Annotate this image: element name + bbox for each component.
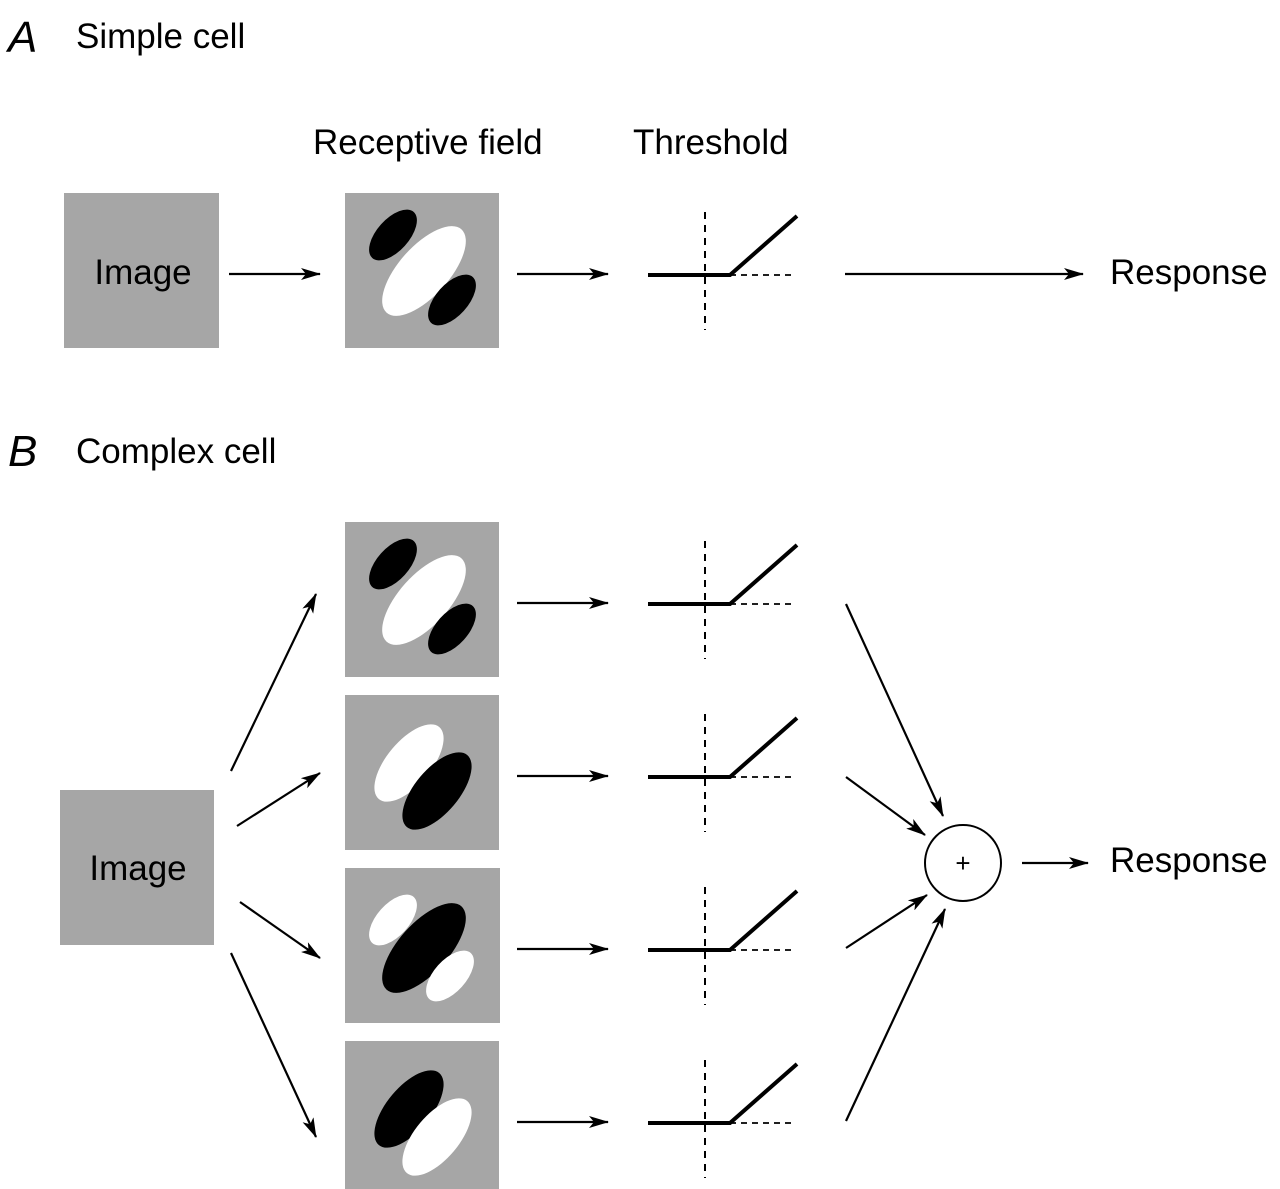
arrow-threshold-to-sum-4: [845, 908, 946, 1122]
threshold-plot-b2: [648, 714, 799, 832]
relu-curve: [648, 1062, 799, 1125]
receptive-field-heading: Receptive field: [313, 123, 543, 162]
off-subregion: [369, 538, 417, 590]
off-subregion: [402, 752, 472, 830]
response-label-a: Response: [1110, 253, 1268, 292]
response-label-b: Response: [1110, 841, 1268, 880]
plus-symbol: +: [955, 848, 970, 878]
arrow-threshold-to-sum-1: [844, 603, 945, 817]
panel-a-title: Simple cell: [76, 17, 245, 56]
on-subregion: [402, 1098, 472, 1176]
relu-curve: [648, 716, 799, 779]
threshold-heading: Threshold: [633, 123, 789, 162]
arrow-image-to-rf-4: [230, 952, 317, 1138]
off-subregion: [374, 1070, 444, 1148]
off-subregion: [428, 274, 476, 326]
panel-b-letter: B: [8, 427, 37, 476]
image-label-a: Image: [94, 253, 191, 292]
image-label-b: Image: [89, 849, 186, 888]
threshold-plot-b4: [648, 1060, 799, 1178]
arrow-threshold-to-sum-2: [845, 776, 926, 836]
panel-a-letter: A: [5, 13, 37, 62]
arrow-image-to-rf-1: [230, 593, 317, 772]
off-subregion: [369, 209, 417, 261]
off-subregion: [382, 903, 466, 993]
receptive-field-b3: [345, 868, 500, 1023]
receptive-field-b2: [345, 695, 499, 850]
relu-curve: [648, 543, 799, 606]
on-subregion: [382, 555, 466, 645]
threshold-plot-b1: [648, 541, 799, 659]
arrow-threshold-to-sum-3: [845, 894, 928, 949]
receptive-field-b4: [345, 1041, 499, 1189]
threshold-plot-b3: [648, 887, 799, 1005]
off-subregion: [428, 603, 476, 655]
on-subregion: [374, 724, 444, 802]
relu-curve: [648, 889, 799, 952]
threshold-plot-a: [648, 212, 799, 330]
on-subregion: [426, 950, 474, 1002]
panel-b-complex-cell: B Complex cell Image: [8, 427, 1268, 1189]
on-subregion: [369, 894, 417, 946]
arrow-image-to-rf-3: [239, 901, 321, 959]
image-box-a: Image: [64, 193, 219, 348]
receptive-field-a: [345, 193, 499, 348]
image-box-b: Image: [60, 790, 214, 945]
panel-a-simple-cell: A Simple cell Receptive field Threshold …: [5, 13, 1268, 348]
relu-curve: [648, 214, 799, 277]
arrow-image-to-rf-2: [236, 772, 321, 827]
summation-node: +: [924, 824, 1002, 902]
receptive-field-b1: [345, 522, 499, 677]
on-subregion: [382, 226, 466, 316]
panel-b-title: Complex cell: [76, 432, 276, 471]
